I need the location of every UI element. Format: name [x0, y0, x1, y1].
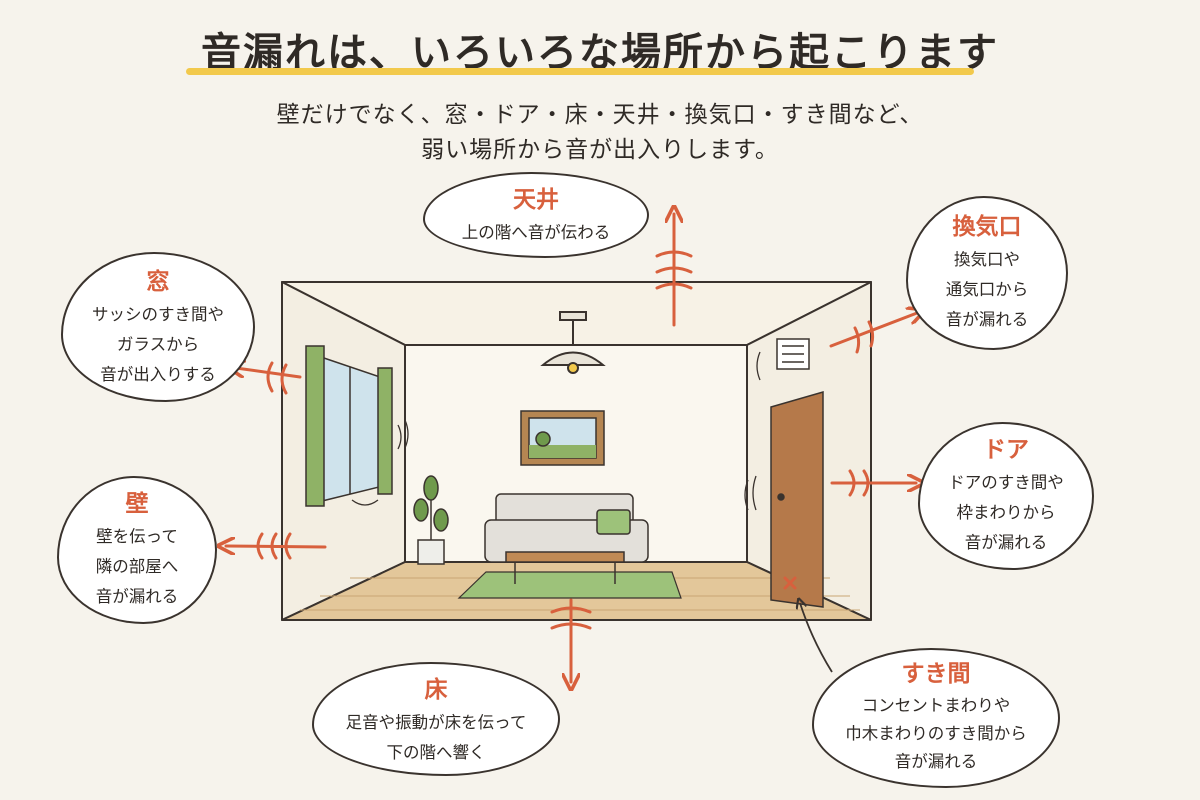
plant: [413, 475, 449, 565]
gap-pointer: [800, 603, 833, 673]
callout-wall: 壁 壁を伝って 隣の部屋へ 音が漏れる: [57, 476, 217, 624]
callout-ceiling: 天井 上の階へ音が伝わる: [423, 172, 649, 258]
callout-floor: 床 足音や振動が床を伝って 下の階へ響く: [312, 662, 560, 776]
callout-vent: 換気口 換気口や 通気口から 音が漏れる: [906, 196, 1068, 350]
callout-floor-line: 足音や振動が床を伝って: [345, 713, 527, 732]
callout-door-line: 枠まわりから: [956, 503, 1056, 522]
callout-ceiling-line: 上の階へ音が伝わる: [461, 223, 611, 242]
callout-wall-line: 壁を伝って: [96, 527, 178, 546]
callout-wall-line: 隣の部屋へ: [95, 557, 179, 576]
callout-door-line: ドアのすき間や: [948, 473, 1064, 492]
sound-arrows: [226, 214, 917, 682]
callout-vent-line: 換気口や: [954, 250, 1020, 269]
callout-window-line: 音が出入りする: [100, 365, 216, 384]
rug: [457, 571, 682, 599]
title-underline: [186, 68, 974, 75]
callout-gap-line: 音が漏れる: [894, 752, 978, 771]
callout-vent-lines: 換気口や 通気口から 音が漏れる: [906, 245, 1068, 335]
callout-ceiling-title: 天井: [513, 187, 559, 213]
callout-wall-line: 音が漏れる: [95, 587, 179, 606]
callout-floor-line: 下の階へ響く: [386, 743, 486, 762]
callout-window-line: サッシのすき間や: [92, 305, 224, 324]
callout-window-title: 窓: [146, 269, 170, 295]
callout-door-title: ドア: [983, 437, 1029, 463]
subtitle-line-2: 弱い場所から音が出入りします。: [421, 137, 779, 163]
callout-vent-title: 換気口: [952, 214, 1022, 240]
vent-arrow: [829, 313, 917, 348]
callout-gap: すき間 コンセントまわりや 巾木まわりのすき間から 音が漏れる: [812, 648, 1060, 788]
callout-floor-title: 床: [424, 677, 448, 703]
door: [770, 391, 824, 608]
wall-picture: [520, 410, 605, 466]
right-curtain: [377, 367, 393, 495]
callout-window-lines: サッシのすき間や ガラスから 音が出入りする: [61, 300, 255, 390]
callout-door: ドア ドアのすき間や 枠まわりから 音が漏れる: [918, 422, 1094, 570]
vent: [776, 338, 810, 370]
callout-door-lines: ドアのすき間や 枠まわりから 音が漏れる: [918, 468, 1094, 558]
callout-wall-lines: 壁を伝って 隣の部屋へ 音が漏れる: [57, 522, 217, 612]
coffee-table: [505, 551, 625, 584]
callout-window: 窓 サッシのすき間や ガラスから 音が出入りする: [61, 252, 255, 402]
ceiling-lamp: [540, 311, 606, 374]
callout-gap-line: コンセントまわりや: [861, 696, 1011, 715]
left-curtain: [305, 345, 325, 507]
callout-door-line: 音が漏れる: [964, 533, 1048, 552]
callout-window-line: ガラスから: [116, 335, 200, 354]
wall-arrow: [226, 546, 327, 547]
subtitle-line-1: 壁だけでなく、窓・ドア・床・天井・換気口・すき間など、: [276, 102, 924, 128]
callout-gap-lines: コンセントまわりや 巾木まわりのすき間から 音が漏れる: [812, 692, 1060, 776]
callout-vent-line: 音が漏れる: [945, 310, 1029, 329]
callout-wall-title: 壁: [125, 491, 149, 517]
callout-floor-lines: 足音や振動が床を伝って 下の階へ響く: [312, 708, 560, 768]
callout-gap-line: 巾木まわりのすき間から: [845, 724, 1027, 743]
callout-vent-line: 通気口から: [945, 280, 1029, 299]
callout-gap-title: すき間: [901, 661, 971, 687]
window: [305, 345, 393, 507]
